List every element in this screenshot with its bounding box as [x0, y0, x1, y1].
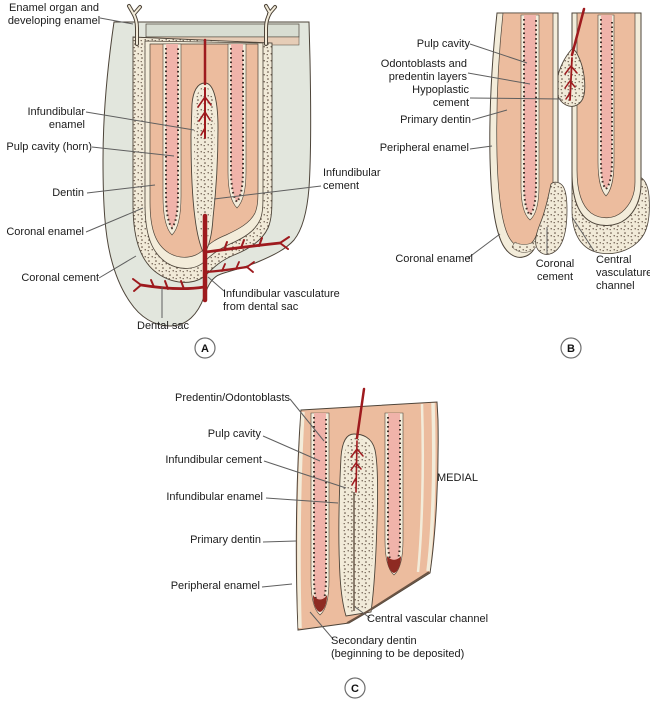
- label-coronal-cement-b: Coronal cement: [535, 258, 575, 283]
- secondary-dentin-cap-left: [313, 595, 327, 612]
- label-pulp-cavity-b: Pulp cavity: [416, 38, 470, 50]
- enamel-organ-branch-right: [264, 4, 277, 46]
- panel-b-illustration: [489, 7, 650, 258]
- infundibular-vasculature-vessels: [132, 38, 290, 303]
- label-predentin-odontoblasts: Predentin/Odontoblasts: [175, 392, 290, 404]
- label-infundibular-enamel-c: Infundibular enamel: [166, 491, 263, 503]
- panel-b-badge: B: [560, 337, 582, 359]
- label-peripheral-enamel-b: Peripheral enamel: [379, 142, 469, 154]
- label-medial: MEDIAL: [437, 472, 478, 484]
- label-infundibular-cement-a: Infundibular cement: [323, 167, 381, 192]
- label-dentin: Dentin: [52, 187, 84, 199]
- label-coronal-cement-a: Coronal cement: [21, 272, 99, 284]
- peripheral-enamel-left: [297, 411, 305, 629]
- enamel-organ-branch-left: [127, 4, 142, 46]
- label-primary-dentin-b: Primary dentin: [400, 114, 471, 126]
- pulp-left: [314, 413, 326, 609]
- label-infundibular-cement-c: Infundibular cement: [165, 454, 262, 466]
- svg-text:C: C: [351, 683, 359, 695]
- svg-text:B: B: [567, 343, 575, 355]
- panel-a-illustration: [102, 4, 312, 327]
- label-dental-sac: Dental sac: [137, 320, 189, 332]
- panel-c-badge: C: [344, 677, 366, 699]
- label-primary-dentin-c: Primary dentin: [190, 534, 261, 546]
- leader-lines-panel-a: [85, 17, 322, 318]
- pulp-right: [601, 15, 612, 189]
- panel-a-badge: A: [194, 337, 216, 359]
- svg-text:A: A: [201, 343, 209, 355]
- label-central-vasculature: Central vasculature channel: [596, 254, 650, 292]
- secondary-dentin-cap-right: [387, 556, 401, 573]
- pulp-horn-left: [166, 44, 178, 228]
- label-central-vascular-channel: Central vascular channel: [367, 613, 489, 625]
- central-vessel: [564, 7, 586, 101]
- enamel-organ-band-gray: [145, 23, 300, 38]
- coronal-cement-mass-left: [535, 181, 568, 255]
- label-odontoblasts: Odontoblasts and predentin layers: [380, 58, 467, 83]
- infundibular-cement-fill: [341, 438, 375, 612]
- label-secondary-dentin: Secondary dentin (beginning to be deposi…: [331, 635, 465, 660]
- panel-c-illustration: [295, 387, 439, 631]
- leader-lines-panel-b: [467, 43, 595, 259]
- label-coronal-enamel-a: Coronal enamel: [6, 226, 84, 238]
- label-enamel-organ: Enamel organ and developing enamel: [7, 2, 101, 27]
- enamel-line-inner-right: [416, 403, 425, 573]
- label-pulp-cavity-horn: Pulp cavity (horn): [6, 141, 92, 153]
- pulp-horn-right: [231, 44, 243, 202]
- odontoblast-border-right: [230, 48, 244, 204]
- infundibular-cement-fill: [194, 87, 215, 248]
- central-vessel: [350, 387, 366, 493]
- label-pulp-cavity-c: Pulp cavity: [207, 428, 261, 440]
- label-infundibular-enamel: Infundibular enamel: [27, 106, 86, 131]
- pulp-right: [388, 413, 400, 569]
- odontoblast-border-left: [165, 48, 179, 230]
- label-hypoplastic-cement: Hypoplastic cement: [412, 84, 469, 109]
- odontoblast-border-right: [600, 19, 613, 191]
- label-infundibular-vasculature: Infundibular vasculature from dental sac: [223, 288, 340, 313]
- predentin-border-right: [387, 417, 401, 571]
- leader-lines-panel-c: [261, 398, 371, 640]
- peripheral-enamel-right: [426, 402, 436, 572]
- pulp-left: [524, 15, 536, 215]
- predentin-border-left: [313, 417, 327, 611]
- label-peripheral-enamel-c: Peripheral enamel: [170, 580, 260, 592]
- bottom-edge-shading: [346, 571, 430, 624]
- label-coronal-enamel-b: Coronal enamel: [395, 253, 473, 265]
